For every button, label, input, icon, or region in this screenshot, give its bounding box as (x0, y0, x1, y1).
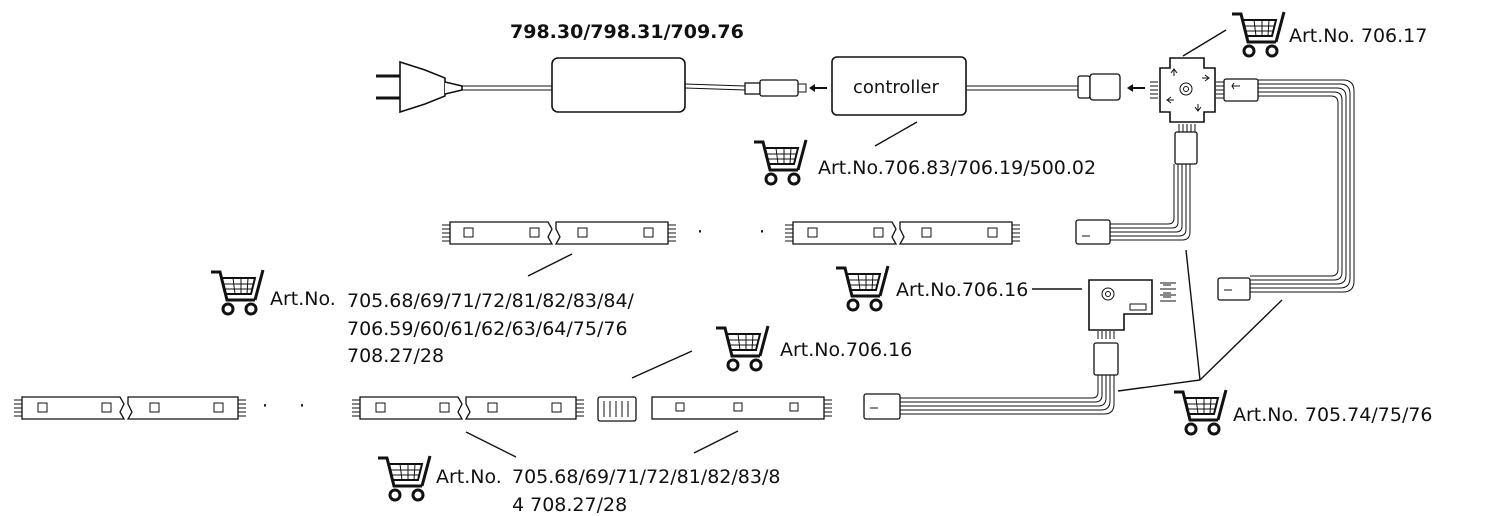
led-strip-upper-right (784, 221, 1021, 245)
label-strips-upper-line2: 706.59/60/61/62/63/64/75/76 (347, 318, 628, 340)
leader-cable-c (1199, 299, 1283, 381)
led-strip-lower-right (651, 396, 833, 420)
label-strips-lower-prefix: Art.No. (436, 466, 502, 488)
cable-end-lower (863, 393, 901, 420)
leader-cable-a (1117, 379, 1201, 392)
label-strips-upper-prefix: Art.No. (270, 288, 336, 310)
cart-icon[interactable] (376, 454, 432, 502)
corner-connector-706-16 (1088, 279, 1176, 340)
leader-controller (874, 121, 918, 147)
cart-icon[interactable] (714, 324, 770, 372)
cable-end-upper-right (1217, 277, 1251, 301)
power-supply (551, 57, 686, 113)
dc-plug (744, 82, 761, 95)
hub-bottom-plug (1174, 131, 1198, 165)
controller-output-plug (1077, 75, 1091, 99)
leader-connector-lower (631, 350, 693, 379)
cart-icon[interactable] (834, 264, 890, 312)
svg-text:·: · (262, 395, 268, 417)
led-strip-upper-left (441, 221, 677, 245)
label-hub: Art.No. 706.17 (1289, 25, 1427, 47)
label-strips-upper-line1: 705.68/69/71/72/81/82/83/84/ (347, 290, 635, 312)
label-strips-lower-line2: 4 708.27/28 (512, 494, 627, 516)
cart-icon[interactable] (1230, 10, 1286, 58)
strip-connector-706-16 (597, 396, 637, 422)
diagram-title: 798.30/798.31/709.76 (510, 21, 744, 43)
leader-strips-upper (527, 253, 573, 277)
led-strip-lower-far-left (13, 396, 247, 420)
svg-text:·: · (299, 395, 305, 417)
cart-icon[interactable] (1172, 388, 1228, 436)
plug-icon (376, 60, 463, 114)
arrow-icon (809, 84, 827, 92)
leader-strips-lower-a (465, 431, 517, 458)
controller-label: controller (853, 77, 939, 98)
label-strips-lower-line1: 705.68/69/71/72/81/82/83/8 (512, 466, 780, 488)
label-strips-upper-line3: 708.27/28 (347, 345, 444, 367)
label-controller: Art.No.706.83/706.19/500.02 (818, 157, 1096, 179)
label-cable: Art.No. 705.74/75/76 (1233, 404, 1433, 426)
arrow-icon (1127, 84, 1145, 92)
hub-right-plug (1223, 78, 1259, 102)
led-strip-lower-middle (351, 396, 585, 420)
label-connector-lower: Art.No.706.16 (780, 339, 912, 361)
leader-cable-b (1185, 249, 1201, 381)
svg-text:·: · (759, 221, 765, 243)
cart-icon[interactable] (752, 138, 808, 186)
cable-end-upper-left (1075, 219, 1111, 245)
leader-hub (1182, 29, 1227, 57)
svg-text:·: · (697, 221, 703, 243)
connector-bottom-plug (1093, 342, 1119, 376)
label-connector-upper: Art.No.706.16 (896, 279, 1028, 301)
leader-strips-lower-b (693, 430, 739, 454)
hub-706-17 (1149, 57, 1225, 133)
cart-icon[interactable] (209, 268, 265, 316)
